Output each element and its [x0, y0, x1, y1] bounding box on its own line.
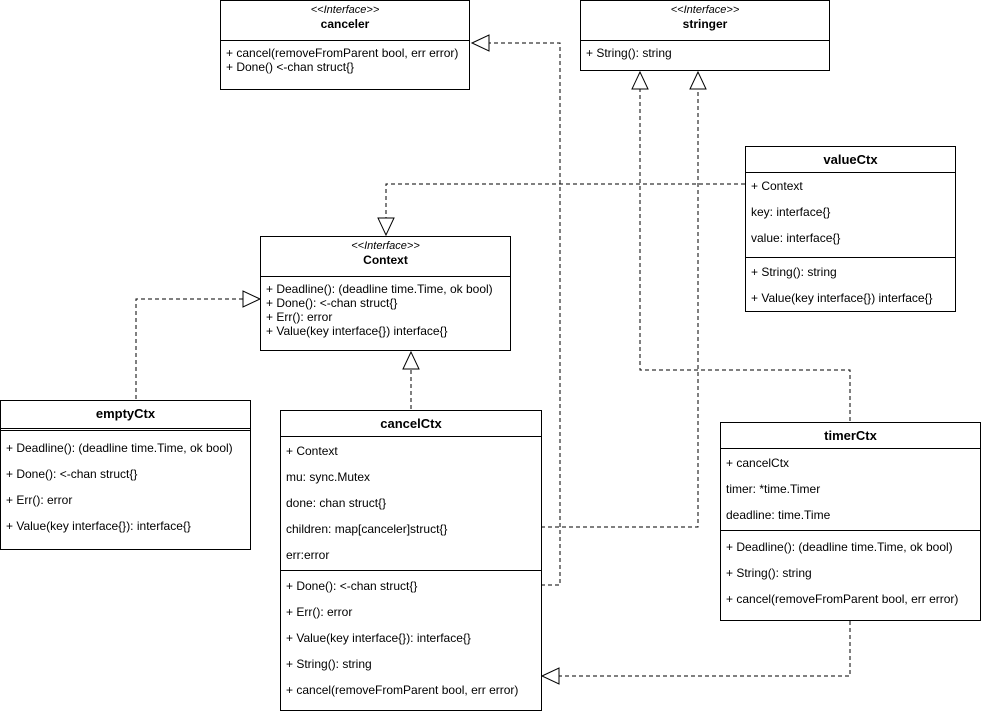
- field: done: chan struct{}: [286, 496, 387, 510]
- method: + Done(): <-chan struct{}: [286, 579, 418, 593]
- context-interface[interactable]: <<Interface>> Context + Deadline(): (dea…: [260, 236, 511, 351]
- stereotype-label: <<Interface>>: [310, 4, 380, 16]
- class-name: timerCtx: [824, 428, 877, 443]
- arrowhead-context-top: [377, 217, 395, 237]
- class-name: cancelCtx: [380, 416, 442, 431]
- field: value: interface{}: [751, 231, 841, 245]
- method: + Done(): <-chan struct{}: [266, 296, 398, 310]
- method: + String(): string: [586, 46, 672, 60]
- method: + Err(): error: [286, 605, 353, 619]
- class-name: canceler: [320, 17, 370, 31]
- method: + Value(key interface{}) interface{}: [266, 324, 448, 338]
- valuectx-class[interactable]: valueCtx + Context key: interface{} valu…: [745, 146, 956, 312]
- field: key: interface{}: [751, 205, 831, 219]
- field: err:error: [286, 548, 330, 562]
- field: children: map[canceler]struct{}: [286, 522, 448, 536]
- field: mu: sync.Mutex: [286, 470, 371, 484]
- method: + Done(): <-chan struct{}: [6, 467, 138, 481]
- stringer-interface[interactable]: <<Interface>> stringer + String(): strin…: [580, 0, 830, 71]
- method: + String(): string: [751, 265, 837, 279]
- arrowhead-stringer-a: [689, 70, 707, 90]
- class-name: valueCtx: [823, 152, 878, 167]
- method: + Deadline(): (deadline time.Time, ok bo…: [726, 540, 953, 554]
- arrowhead-context-left: [242, 290, 262, 308]
- edge-valuectx-context: [385, 183, 745, 218]
- edge-cancelctx-stringer: [541, 89, 699, 528]
- canceler-interface[interactable]: <<Interface>> canceler + cancel(removeFr…: [220, 0, 470, 90]
- method: + cancel(removeFromParent bool, err erro…: [286, 683, 519, 697]
- method: + String(): string: [726, 566, 812, 580]
- cancelctx-class[interactable]: cancelCtx + Context mu: sync.Mutex done:…: [280, 410, 542, 711]
- field: + Context: [751, 179, 803, 193]
- field: deadline: time.Time: [726, 508, 831, 522]
- method: + cancel(removeFromParent bool, err erro…: [226, 46, 459, 60]
- edge-timerctx-stringer: [639, 89, 851, 421]
- stereotype-label: <<Interface>>: [351, 240, 420, 252]
- method: + Deadline(): (deadline time.Time, ok bo…: [6, 441, 233, 455]
- timerctx-class[interactable]: timerCtx + cancelCtx timer: *time.Timer …: [720, 422, 981, 621]
- method: + String(): string: [286, 657, 372, 671]
- method: + Err(): error: [6, 493, 73, 507]
- arrowhead-canceler: [470, 34, 490, 52]
- method: + Value(key interface{}): interface{}: [6, 519, 191, 533]
- stereotype-label: <<Interface>>: [670, 4, 740, 16]
- method: + Err(): error: [266, 310, 333, 324]
- emptyctx-class[interactable]: emptyCtx + Deadline(): (deadline time.Ti…: [0, 400, 251, 550]
- method: + Deadline(): (deadline time.Time, ok bo…: [266, 282, 493, 296]
- arrowhead-stringer-b: [631, 70, 649, 90]
- class-name: Context: [363, 253, 408, 267]
- class-name: emptyCtx: [95, 406, 156, 421]
- method: + Value(key interface{}): interface{}: [286, 631, 471, 645]
- arrowhead-cancelctx: [540, 667, 560, 685]
- method: + Value(key interface{}) interface{}: [751, 291, 933, 305]
- field: + Context: [286, 444, 338, 458]
- class-name: stringer: [682, 17, 728, 31]
- method: + cancel(removeFromParent bool, err erro…: [726, 592, 959, 606]
- edge-timerctx-cancelctx: [559, 621, 851, 677]
- arrowhead-context-bottom: [402, 350, 420, 370]
- field: + cancelCtx: [726, 456, 790, 470]
- edge-cancelctx-canceler: [489, 42, 561, 586]
- field: timer: *time.Timer: [726, 482, 821, 496]
- method: + Done() <-chan struct{}: [226, 60, 355, 74]
- edge-emptyctx-context: [135, 298, 243, 399]
